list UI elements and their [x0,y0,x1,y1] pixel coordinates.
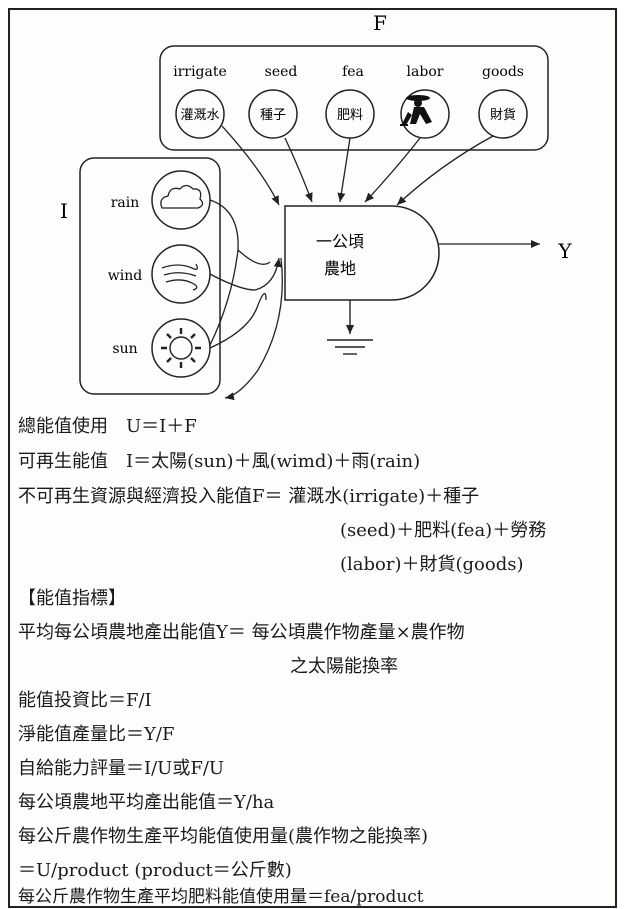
cloud-icon [160,184,204,209]
net-yield-ratio: 淨能值產量比＝Y/F [18,724,175,745]
economic-inputs-box [159,45,549,151]
input-circle-goods [478,89,528,139]
heat-sink-symbol [327,300,373,355]
input-label-sun: sun [112,341,137,357]
farm-storage-symbol [284,205,440,301]
yield-emergy-formula-cont: 之太陽能換率 [290,656,398,677]
farm-label-line1: 一公頃 [316,232,364,251]
label-I: I [60,199,68,223]
label-Y: Y [557,239,572,263]
input-circle-wind [151,244,211,304]
wind-icon [161,263,198,291]
input-label-irrigate: irrigate [173,64,227,80]
emergy-indices-heading: 【能值指標】 [18,588,126,609]
self-sufficiency-ratio: 自給能力評量＝I/U或F/U [18,758,225,779]
yield-emergy-formula: 平均每公頃農地產出能值Y＝ 每公頃農作物產量×農作物 [18,622,465,643]
input-zh-goods: 財貨 [490,107,516,123]
input-label-seed: seed [265,64,298,80]
input-label-rain: rain [111,195,140,211]
total-emergy-formula: 總能值使用 U＝I＋F [18,416,197,437]
nonrenewable-emergy-formula-cont2: (labor)＋財貨(goods) [340,554,524,575]
input-circle-sun [151,318,211,378]
nonrenewable-emergy-formula: 不可再生資源與經濟投入能值F＝ 灌溉水(irrigate)＋種子 [18,486,480,507]
input-circle-irrigate [175,89,225,139]
input-label-goods: goods [482,64,524,80]
nonrenewable-emergy-formula-cont1: (seed)＋肥料(fea)＋勞務 [340,520,547,541]
yield-per-hectare: 每公頃農地平均產出能值＝Y/ha [18,792,275,813]
input-zh-irrigate: 灌溉水 [180,108,219,123]
sun-icon [161,328,201,368]
input-label-labor: labor [407,64,444,80]
I-input-arrows [209,199,283,401]
input-label-wind: wind [108,268,142,284]
input-circle-labor [400,89,450,139]
input-zh-seed: 種子 [260,107,286,123]
label-F: F [373,11,387,35]
fertilizer-emergy-per-kg: 每公斤農作物生產平均肥料能值使用量＝fea/product [18,887,424,907]
input-label-fea: fea [342,64,364,80]
F-input-arrows [221,125,494,206]
input-zh-fea: 肥料 [337,108,363,123]
farm-label-line2: 農地 [324,259,356,278]
emergy-use-per-kg-formula: ＝U/product (product＝公斤數) [18,860,292,881]
input-circle-seed [248,89,298,139]
farmer-icon [400,95,432,126]
investment-ratio: 能值投資比＝F/I [18,690,152,711]
renewable-inputs-box [79,157,221,395]
emergy-use-per-kg: 每公斤農作物生產平均能值使用量(農作物之能換率) [18,826,429,847]
renewable-emergy-formula: 可再生能值 I＝太陽(sun)＋風(wimd)＋雨(rain) [18,451,421,472]
